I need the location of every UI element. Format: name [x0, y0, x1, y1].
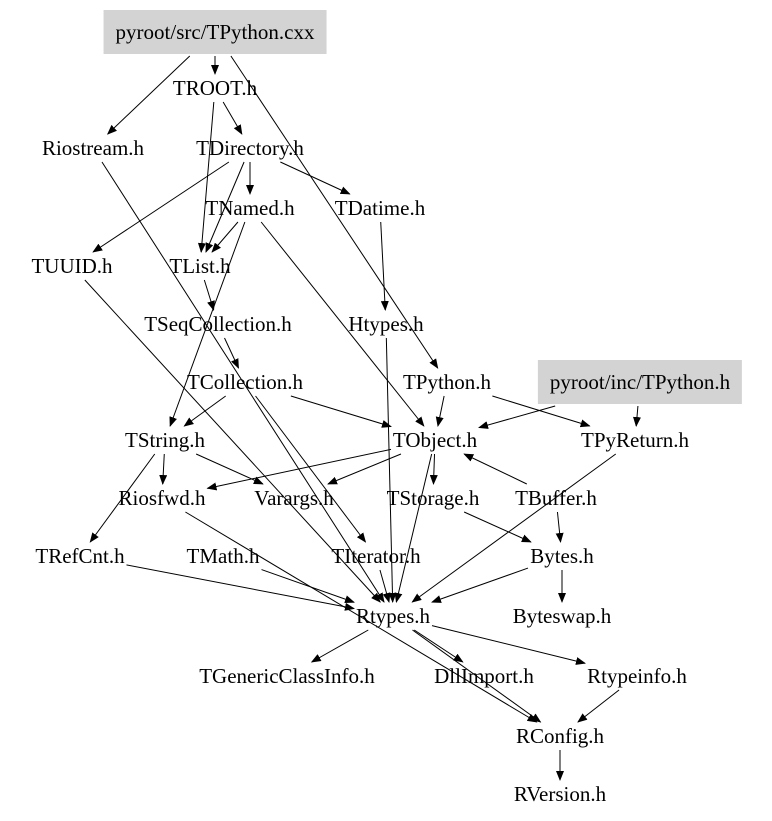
graph-node-tgenericclassinfo[interactable]: TGenericClassInfo.h [199, 664, 375, 688]
edge-rtypes-to-dllimport [413, 629, 464, 663]
edge-inc_tpython-to-tobject [478, 405, 556, 429]
graph-node-dllimport[interactable]: DllImport.h [434, 664, 534, 688]
graph-node-byteswap[interactable]: Byteswap.h [512, 604, 612, 628]
graph-node-tdatime[interactable]: TDatime.h [334, 196, 426, 220]
edge-tcollection-to-tstring [183, 395, 226, 427]
edge-tstring-to-varargs [195, 453, 264, 485]
graph-node-riostream[interactable]: Riostream.h [41, 136, 145, 160]
graph-node-riosfwd[interactable]: Riosfwd.h [118, 486, 206, 510]
edge-titerator-to-rtypes [379, 569, 391, 603]
graph-node-troot[interactable]: TROOT.h [172, 76, 258, 100]
edge-riostream-to-rtypes [101, 161, 385, 603]
edge-tdirectory-to-tdatime [280, 161, 351, 195]
graph-node-tuuid[interactable]: TUUID.h [31, 254, 113, 278]
edge-tuuid-to-rtypes [84, 279, 381, 603]
graph-node-tbuffer[interactable]: TBuffer.h [515, 486, 597, 510]
graph-node-rtypeinfo[interactable]: Rtypeinfo.h [587, 664, 687, 688]
edge-trefcnt-to-rtypes [126, 564, 355, 611]
graph-node-rconfig[interactable]: RConfig.h [515, 724, 605, 748]
graph-node-src-tpython[interactable]: pyroot/src/TPython.cxx [103, 10, 327, 54]
edge-rtypes-to-rconfig [412, 629, 542, 723]
edge-tpyreturn-to-rtypes [411, 453, 617, 603]
edge-src_tpython-to-riostream [106, 55, 191, 135]
graph-node-varargs[interactable]: Varargs.h [254, 486, 334, 510]
edge-tobject-to-tstorage [429, 453, 438, 485]
graph-node-htypes[interactable]: Htypes.h [348, 312, 424, 336]
graph-node-titerator[interactable]: TIterator.h [331, 544, 421, 568]
graph-node-tcollection[interactable]: TCollection.h [186, 370, 304, 394]
edge-tpython_h-to-tobject [435, 395, 445, 427]
graph-node-tstorage[interactable]: TStorage.h [386, 486, 480, 510]
edge-htypes-to-rtypes [385, 337, 397, 603]
graph-node-rversion[interactable]: RVersion.h [513, 782, 607, 806]
edge-rtypes-to-tgenericclassinfo [310, 629, 369, 663]
graph-node-rtypes[interactable]: Rtypes.h [355, 604, 431, 628]
graph-node-tpython-h[interactable]: TPython.h [402, 370, 492, 394]
edge-tlist-to-tseqcollection [203, 279, 215, 311]
edge-tbuffer-to-tobject [463, 453, 528, 485]
edge-tdirectory-to-tlist [205, 161, 245, 253]
edge-tmath-to-rtypes [261, 569, 355, 604]
edge-bytes-to-rtypes [431, 567, 529, 603]
graph-node-tmath[interactable]: TMath.h [186, 544, 260, 568]
edge-riosfwd-to-rconfig [185, 511, 538, 723]
graph-node-tstring[interactable]: TString.h [125, 428, 205, 452]
edge-tnamed-to-tobject [260, 221, 425, 427]
graph-node-tnamed[interactable]: TNamed.h [205, 196, 295, 220]
graph-node-tseqcollection[interactable]: TSeqCollection.h [144, 312, 292, 336]
graph-node-tlist[interactable]: TList.h [169, 254, 231, 278]
edge-tnamed-to-tlist [211, 221, 239, 253]
graph-node-inc-tpython[interactable]: pyroot/inc/TPython.h [537, 360, 743, 404]
edge-tnamed-to-tstring [169, 221, 246, 427]
edge-tbuffer-to-bytes [555, 511, 564, 543]
edge-rtypeinfo-to-rconfig [577, 689, 620, 723]
edge-tcollection-to-tobject [290, 395, 392, 428]
edge-src_tpython-to-tpython_h [230, 55, 439, 369]
edge-inc_tpython-to-tpyreturn [632, 405, 641, 427]
graph-node-bytes[interactable]: Bytes.h [530, 544, 594, 568]
edge-troot-to-tlist [197, 101, 215, 253]
graph-node-tpyreturn[interactable]: TPyReturn.h [581, 428, 689, 452]
graph-node-trefcnt[interactable]: TRefCnt.h [35, 544, 125, 568]
graph-node-tdirectory[interactable]: TDirectory.h [196, 136, 304, 160]
edge-tstorage-to-bytes [463, 511, 532, 543]
edge-tstring-to-trefcnt [89, 453, 156, 543]
edge-tcollection-to-titerator [255, 395, 367, 543]
edge-tstring-to-riosfwd [159, 453, 168, 485]
graph-node-tobject[interactable]: TObject.h [392, 428, 478, 452]
edge-troot-to-tdirectory [222, 101, 243, 135]
edge-tpython_h-to-tpyreturn [492, 395, 591, 428]
edge-tobject-to-rtypes [394, 453, 433, 603]
edge-tobject-to-varargs [327, 453, 402, 485]
edge-tdirectory-to-tuuid [92, 161, 230, 253]
edge-tseqcollection-to-tcollection [224, 337, 239, 369]
edge-rtypes-to-rtypeinfo [431, 625, 586, 665]
edge-tdatime-to-htypes [380, 221, 389, 311]
